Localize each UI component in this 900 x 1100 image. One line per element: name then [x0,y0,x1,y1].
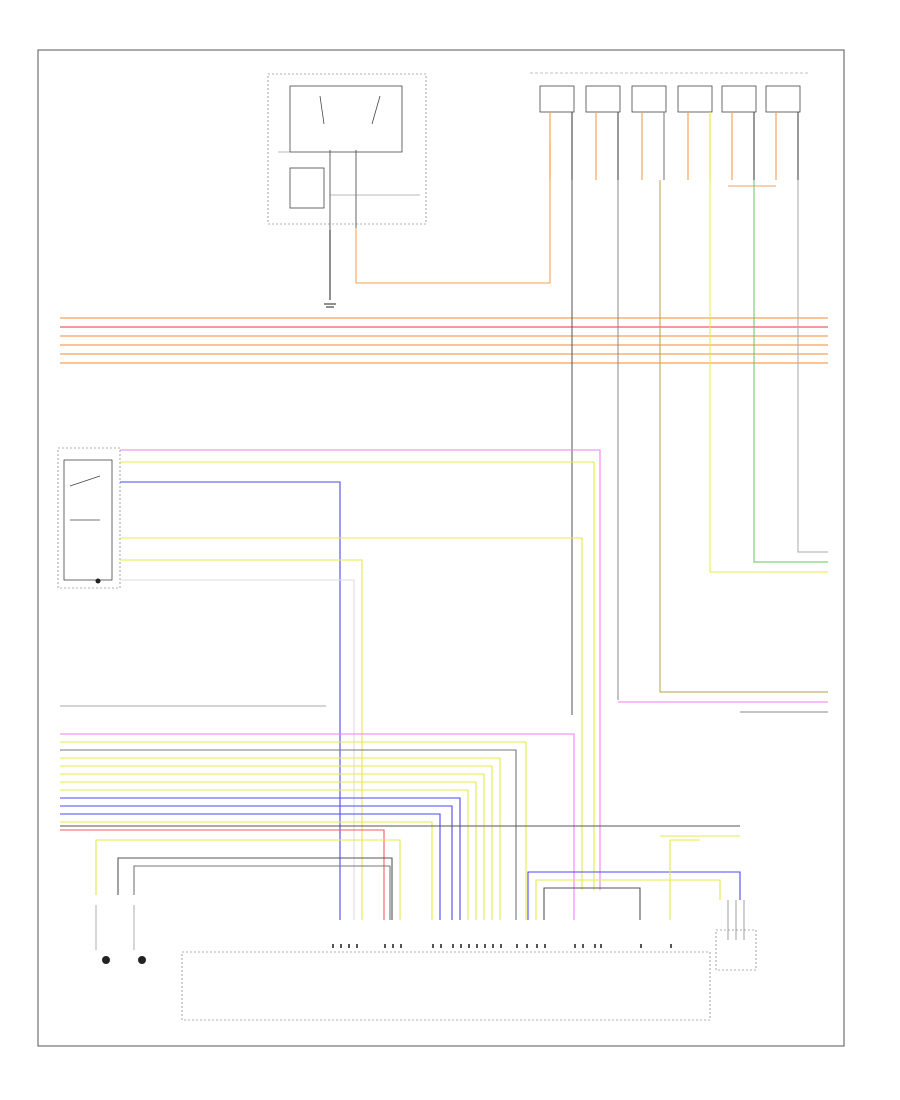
switch-body [63,459,113,581]
fuse-vertical-runs [571,180,828,715]
left-switch-assembly [57,447,121,589]
control-module-outline [181,951,711,1021]
relay-box [289,85,403,153]
left-sensor [95,905,146,964]
relay-orange-wire [355,140,551,284]
fuse-2 [585,85,621,113]
top-relay-assembly [267,73,551,308]
control-harness [60,705,740,920]
fuse-6 [765,85,801,113]
fuse-4 [677,85,713,113]
sensor-wires [95,839,741,920]
power-bus [60,317,828,364]
fuse-1 [539,85,575,113]
switch-wires [120,449,601,920]
fuse-block [530,72,810,187]
diagram-frame [37,49,845,1047]
fuse-5 [721,85,757,113]
fuse-3 [631,85,667,113]
switch-outline [57,447,121,589]
relay-sub-box [289,167,325,209]
control-module [181,944,711,1021]
right-sensor [715,900,757,971]
relay-assembly-outline [267,73,427,225]
